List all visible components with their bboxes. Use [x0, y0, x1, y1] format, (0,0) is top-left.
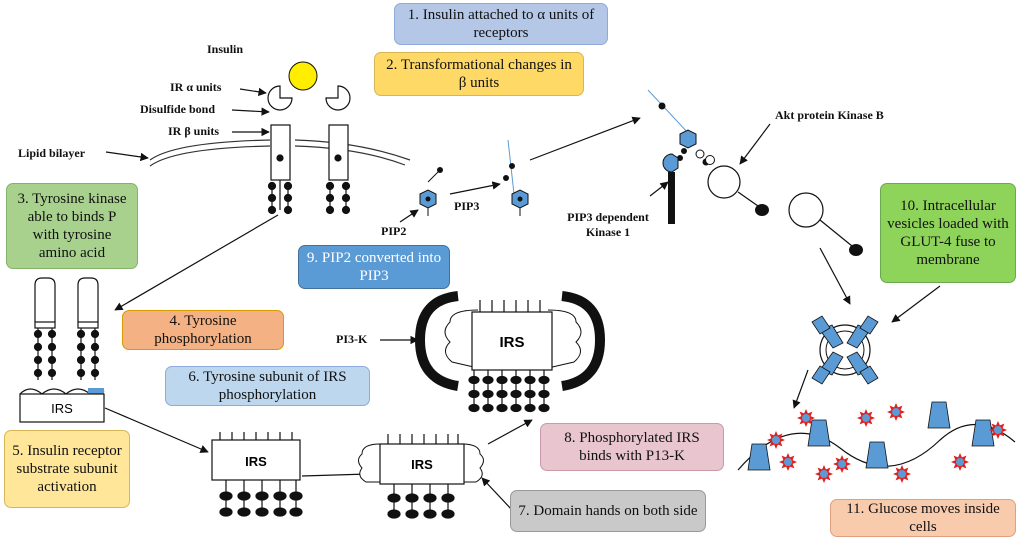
lipid-bilayer — [149, 139, 411, 167]
step-11-box: 11. Glucose moves inside cells — [830, 499, 1016, 537]
glucose-molecule — [779, 453, 797, 471]
step-1-box: 1. Insulin attached to α units of recept… — [394, 3, 608, 45]
pip2-label: PIP2 — [381, 224, 407, 238]
glucose-molecule — [857, 409, 875, 427]
step-5-box: 5. Insulin receptor substrate subunit ac… — [4, 430, 130, 508]
pip3-label: PIP3 — [454, 199, 480, 213]
ir-alpha-label: IR α units — [170, 80, 222, 94]
cell-membrane — [737, 401, 1016, 471]
glucose-molecule — [989, 421, 1007, 439]
pi3k-label: PI3-K — [336, 332, 368, 346]
step-9-box: 9. PIP2 converted into PIP3 — [298, 245, 450, 289]
pdk1-label: PIP3 dependent Kinase 1 — [567, 210, 649, 239]
irs-1-label: IRS — [245, 454, 267, 469]
step-6-box: 6. Tyrosine subunit of IRS phosphorylati… — [165, 366, 370, 406]
glucose-molecule — [887, 403, 905, 421]
insulin-molecule — [288, 61, 318, 91]
irs-small-label: IRS — [51, 401, 73, 416]
pip3-molecule — [503, 139, 529, 216]
insulin-receptor-activated — [34, 277, 99, 329]
lipid-bilayer-label: Lipid bilayer — [18, 146, 86, 160]
step-3-box: 3. Tyrosine kinase able to binds P with … — [6, 183, 138, 269]
step-7-box: 7. Domain hands on both side — [510, 490, 706, 532]
glucose-molecule — [893, 465, 911, 483]
step-4-box: 4. Tyrosine phosphorylation — [122, 310, 284, 350]
irs-small: IRS — [19, 388, 105, 423]
glucose-molecule — [833, 455, 851, 473]
receptor-top-phospho-left — [267, 180, 293, 215]
step-8-box: 8. Phosphorylated IRS binds with P13-K — [540, 423, 724, 471]
glucose-molecule — [767, 431, 785, 449]
irs-complex-label: IRS — [499, 334, 524, 351]
glucose-molecule — [951, 453, 969, 471]
receptor-top-phospho-right — [325, 181, 351, 215]
irs-pi3k-complex: IRS — [414, 291, 606, 413]
pip2-molecule — [419, 167, 443, 216]
irs-phosphorylated-1: IRS — [211, 432, 303, 517]
disulfide-label: Disulfide bond — [140, 102, 216, 116]
step-2-box: 2. Transformational changes in β units — [374, 52, 584, 96]
glucose-molecules — [767, 403, 1007, 483]
ir-beta-label: IR β units — [168, 124, 220, 138]
akt-pdk1-complex — [647, 89, 769, 224]
irs-domains: IRS — [358, 434, 484, 519]
glucose-molecule — [797, 409, 815, 427]
glucose-molecule — [815, 465, 833, 483]
step-10-box: 10. Intracellular vesicles loaded with G… — [880, 183, 1016, 283]
irs-2-label: IRS — [411, 457, 433, 472]
glut4-vesicle — [811, 315, 879, 385]
insulin-receptor-top — [267, 85, 351, 181]
insulin-label: Insulin — [207, 42, 244, 56]
akt-released — [788, 192, 863, 256]
activated-phospho-chains — [33, 328, 100, 380]
akt-label: Akt protein Kinase B — [775, 108, 884, 122]
